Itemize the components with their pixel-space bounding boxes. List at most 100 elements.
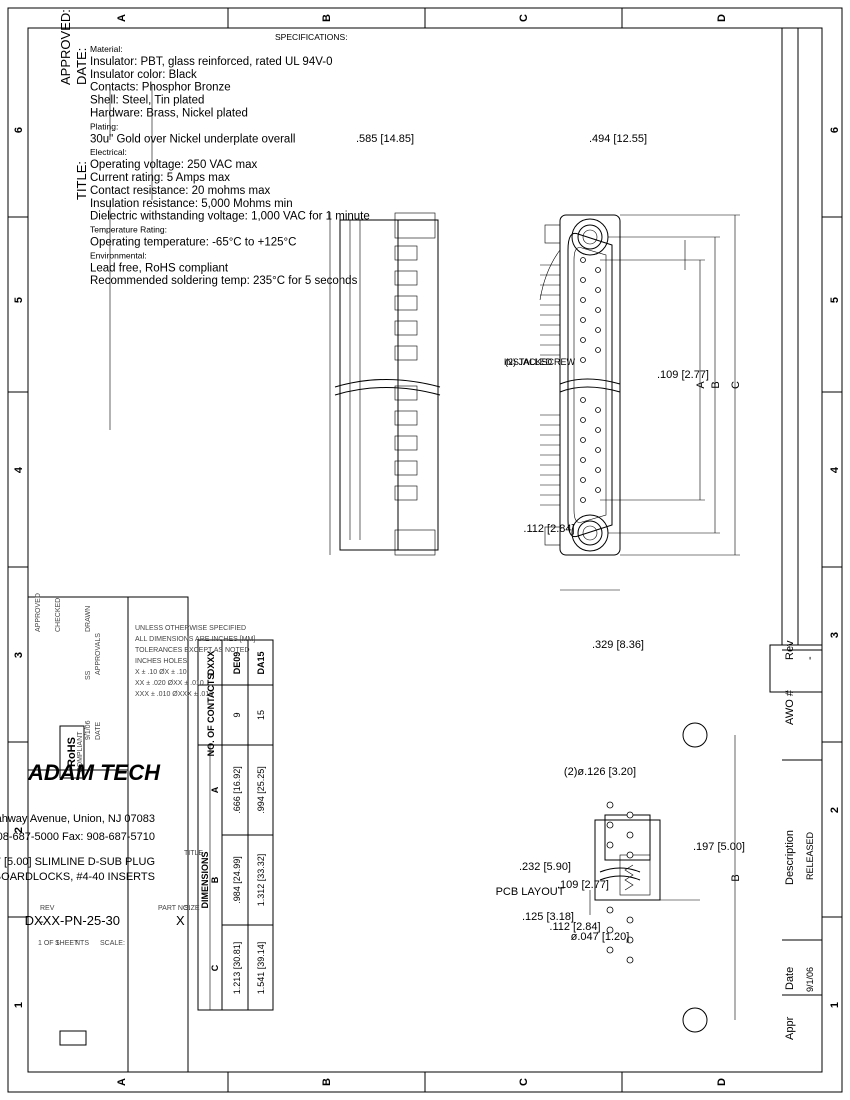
sheet-value: 1 OF 1 [38,940,60,947]
spec-line: Contact resistance: 20 mohms max [90,185,270,197]
side-dim-d2: .232 [5.90] [519,861,571,873]
dimtable-header-c: C [210,964,220,971]
top-dim-height: .585 [14.85] [356,133,414,145]
revtable-rev-value: - [804,656,816,660]
zone-number-6-bottom: 6 [829,127,841,133]
spec-line: Environmental: [90,250,147,260]
front-pin-grid [580,257,601,503]
pcb-hole-small: ø.047 [1.20] [571,931,630,943]
zone-letter-b-right: B [321,14,333,22]
title-block: UNLESS OTHERWISE SPECIFIED ALL DIMENSIONS… [0,593,255,1073]
tb-title-line1: .197 [5.00] SLIMLINE D-SUB PLUG [0,856,155,868]
front-dim-pitch: .109 [2.77] [657,369,709,381]
pcb-layout: B .109 [2.77] .112 [2.84] (2)ø.126 [3.20… [496,722,742,1033]
title-label: TITLE: [74,161,89,200]
side-view: .197 [5.00] .232 [5.90] .125 [3.18] [519,814,745,923]
zone-letter-c-right: C [518,14,530,22]
tolerance-line: UNLESS OTHERWISE SPECIFIED [135,625,246,632]
zone-number-4-top: 4 [13,466,25,473]
tolerance-line: TOLERANCES EXCEPT AS NOTED [135,647,250,654]
size-label: SIZE [184,905,200,912]
side-dim-d1: .197 [5.00] [693,841,745,853]
tb-date-label: DATE [95,722,102,740]
zone-number-6-top: 6 [13,127,25,133]
scale-value: NTS [75,940,89,947]
drawn-date: 9/1/06 [85,720,92,740]
approval-area: APPROVED: DATE: TITLE: [58,9,153,430]
zone-number-1-bottom: 1 [829,1002,841,1008]
front-dim-row-spacing: .112 [2.84] [523,523,574,535]
front-jackscrew-note-1: (2) JACKSCREW [505,357,576,367]
front-dim-a: A [695,381,707,389]
revtable-appr-header: Appr [784,1016,796,1040]
pcb-hole-large: (2)ø.126 [3.20] [564,766,636,778]
dimtable-row1-c: 1.213 [30.81] [232,942,242,995]
tolerance-line: ALL DIMENSIONS ARE INCHES [MM] [135,636,255,643]
zone-letter-d-left: D [716,1078,728,1086]
approved-label-tb: APPROVED [35,593,42,632]
top-solder-tails [349,220,361,540]
rohs-label: RoHS [66,737,78,767]
dimtable-header-a: A [210,786,220,793]
top-contact-slots [394,245,418,501]
company-name: ADAM TECH [27,760,161,785]
tb-title-line2: FORKED BOARDLOCKS, #4-40 INSERTS [0,871,155,883]
company-address: 909 Rahway Avenue, Union, NJ 07083 [0,813,155,825]
revtable-description-value: RELEASED [805,831,815,880]
zone-number-1-top: 1 [13,1002,25,1008]
specifications: SPECIFICATIONS: Material:Insulator: PBT,… [59,32,370,1046]
spec-line: Lead free, RoHS compliant [90,262,229,274]
revision-table: Rev - AWO # Description RELEASED Date 9/… [769,27,823,1040]
spec-line: Hardware: Brass, Nickel plated [90,108,248,120]
front-dim-depth: .329 [8.36] [592,639,644,651]
spec-line: Plating: [90,121,118,131]
pcb-dim-row-spacing: .112 [2.84] [549,921,600,933]
front-view: C B A .109 [2.77] .494 [12.55] .329 [8.3… [504,133,742,651]
spec-line: 30u" Gold over Nickel underplate overall [90,133,295,145]
front-dim-width: .494 [12.55] [589,133,647,145]
checked-label: CHECKED [55,598,62,632]
drawn-label: DRAWN [85,606,92,632]
spec-line: Operating temperature: -65°C to +125°C [90,237,296,249]
pcb-dim-b: B [730,874,742,881]
zone-number-4-bottom: 4 [829,466,841,473]
approved-label: APPROVED: [58,9,73,85]
company-phone: Phone: 908-687-5000 Fax: 908-687-5710 [0,831,155,843]
pcb-dim-pitch: .109 [2.77] [557,879,609,891]
dimtable-header-b: B [210,876,220,883]
scale-label: SCALE: [100,940,125,947]
zone-letter-d-right: D [716,14,728,22]
dimtable-row2-a: .994 [25.25] [256,766,266,814]
spec-line: Insulator: PBT, glass reinforced, rated … [90,56,332,68]
spec-lines: Material: Insulator: PBT, glass reinforce… [90,44,370,287]
dimtable-row1-part: DE09 [232,652,242,675]
zone-number-2-bottom: 2 [829,807,841,813]
revtable-date-value: 9/1/06 [805,967,815,992]
rev-value: - [40,916,44,928]
zone-letter-c-left: C [518,1078,530,1086]
dimtable-header-dxxx: DXXX [206,651,216,676]
spec-line: Current rating: 5 Amps max [90,172,230,184]
spec-line: Temperature Rating: [90,225,167,235]
rohs-sub-label: COMPLIANT [77,731,84,773]
dimtable-row1-contacts: 9 [232,712,242,717]
dimtable-row1-b: .984 [24.99] [232,856,242,904]
front-jackscrew-note-2: INSTALLED [504,357,553,367]
spec-line: Contacts: Phosphor Bronze [90,82,231,94]
rohs-badge: RoHS COMPLIANT [59,725,85,779]
spec-line: Material: [90,44,123,54]
pcb-hole-grid [606,801,634,964]
rev-label: REV [40,905,55,912]
spec-line: Recommended soldering temp: 235°C for 5 … [90,275,358,287]
spec-line: Electrical: [90,147,127,157]
spec-line: Insulation resistance: 5,000 Mohms min [90,198,293,210]
spec-line: Operating voltage: 250 VAC max [90,159,258,171]
zone-number-5-bottom: 5 [829,297,841,303]
dimtable-row2-part: DA15 [256,651,266,674]
zone-number-2-top: 2 [13,827,25,833]
dimtable-header-contacts: NO. OF CONTACTS [206,674,216,757]
dimtable-row2-contacts: 15 [256,710,266,720]
